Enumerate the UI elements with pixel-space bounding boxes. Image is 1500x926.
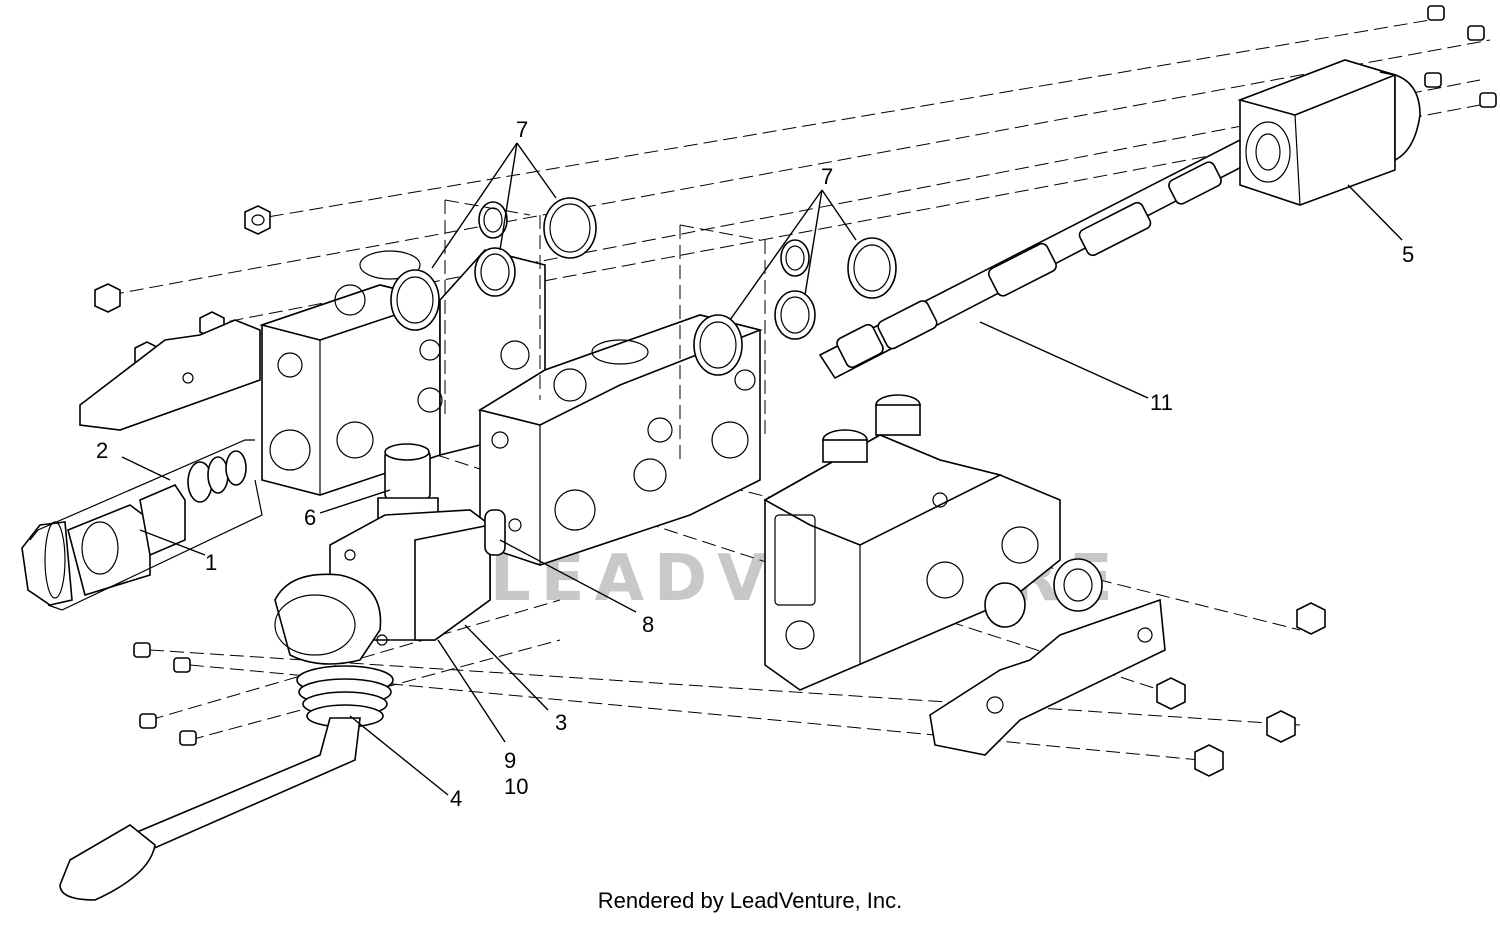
callout-8: 8 bbox=[642, 612, 654, 637]
spool-shaft bbox=[818, 138, 1257, 380]
callout-7-right: 7 bbox=[821, 164, 833, 189]
callout-10: 10 bbox=[504, 774, 528, 799]
handle-housing bbox=[329, 509, 506, 646]
callout-3: 3 bbox=[555, 710, 567, 735]
nut-left bbox=[94, 283, 121, 313]
bolts-left bbox=[133, 642, 197, 746]
nut-top-left bbox=[244, 205, 271, 235]
o-rings-left bbox=[390, 197, 597, 331]
callout-6: 6 bbox=[304, 505, 316, 530]
callout-4: 4 bbox=[450, 786, 462, 811]
footer-credit: Rendered by LeadVenture, Inc. bbox=[597, 888, 903, 913]
callout-9: 9 bbox=[504, 748, 516, 773]
section-outline-dashed bbox=[444, 199, 766, 465]
outlet-section bbox=[763, 394, 1103, 691]
o-rings-right bbox=[693, 237, 897, 376]
lever-cap bbox=[274, 573, 382, 665]
mounting-bracket-left bbox=[79, 319, 261, 431]
nuts-right bbox=[1156, 602, 1326, 777]
callout-1: 1 bbox=[205, 550, 217, 575]
mounting-bracket-right bbox=[929, 598, 1166, 756]
callout-5: 5 bbox=[1402, 242, 1414, 267]
relief-valve-assembly bbox=[21, 439, 263, 611]
work-section-center bbox=[477, 314, 763, 566]
lever-boot bbox=[296, 665, 394, 728]
bolts-top-right bbox=[1424, 5, 1497, 108]
control-lever bbox=[59, 717, 361, 901]
callout-11: 11 bbox=[1150, 390, 1173, 415]
callout-7-left: 7 bbox=[516, 117, 528, 142]
callout-leaders bbox=[121, 142, 1403, 796]
callout-2: 2 bbox=[96, 438, 108, 463]
spool-end-cap bbox=[1237, 59, 1421, 206]
